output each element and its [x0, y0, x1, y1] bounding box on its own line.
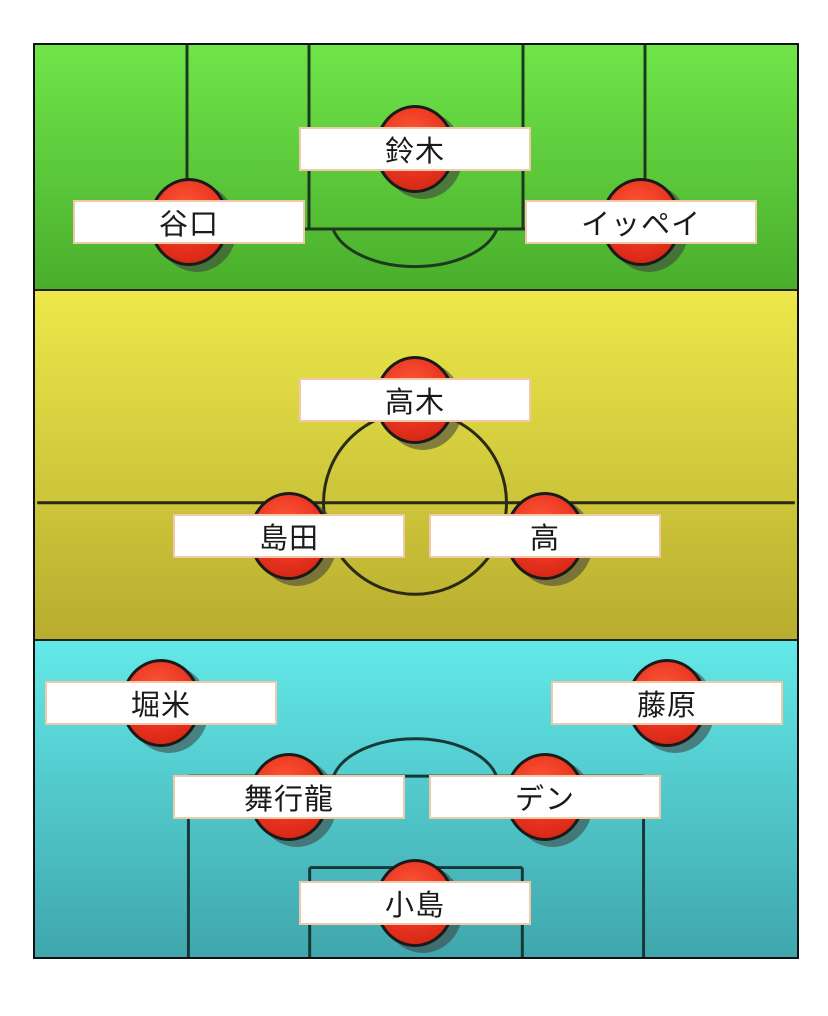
midfield-zone: 高木 島田 高 — [35, 289, 797, 639]
player-def-left-wide[interactable]: 堀米 — [45, 659, 277, 753]
player-name-label: 谷口 — [73, 200, 305, 244]
player-name-label: 藤原 — [551, 681, 783, 725]
player-name-label: 小島 — [299, 881, 531, 925]
player-mid-left[interactable]: 島田 — [173, 492, 405, 586]
player-mid-center[interactable]: 高木 — [299, 356, 531, 450]
player-name-label: 島田 — [173, 514, 405, 558]
player-attack-right[interactable]: イッペイ — [525, 178, 757, 272]
attack-zone: 鈴木 谷口 イッペイ — [35, 45, 797, 289]
player-goalkeeper[interactable]: 小島 — [299, 859, 531, 953]
player-def-right-center[interactable]: デン — [429, 753, 661, 847]
player-attack-left[interactable]: 谷口 — [73, 178, 305, 272]
player-name-label: 舞行龍 — [173, 775, 405, 819]
defense-zone: 堀米 藤原 舞行龍 デン 小島 — [35, 639, 797, 957]
midfield-pitch-lines — [37, 409, 795, 596]
player-name-label: イッペイ — [525, 200, 757, 244]
player-mid-right[interactable]: 高 — [429, 492, 661, 586]
player-def-right-wide[interactable]: 藤原 — [551, 659, 783, 753]
player-name-label: 高木 — [299, 378, 531, 422]
player-name-label: 堀米 — [45, 681, 277, 725]
player-def-left-center[interactable]: 舞行龍 — [173, 753, 405, 847]
formation-board: 鈴木 谷口 イッペイ 高木 島田 高 — [33, 43, 799, 959]
player-name-label: 高 — [429, 514, 661, 558]
player-name-label: デン — [429, 775, 661, 819]
player-attack-center[interactable]: 鈴木 — [299, 105, 531, 199]
player-name-label: 鈴木 — [299, 127, 531, 171]
